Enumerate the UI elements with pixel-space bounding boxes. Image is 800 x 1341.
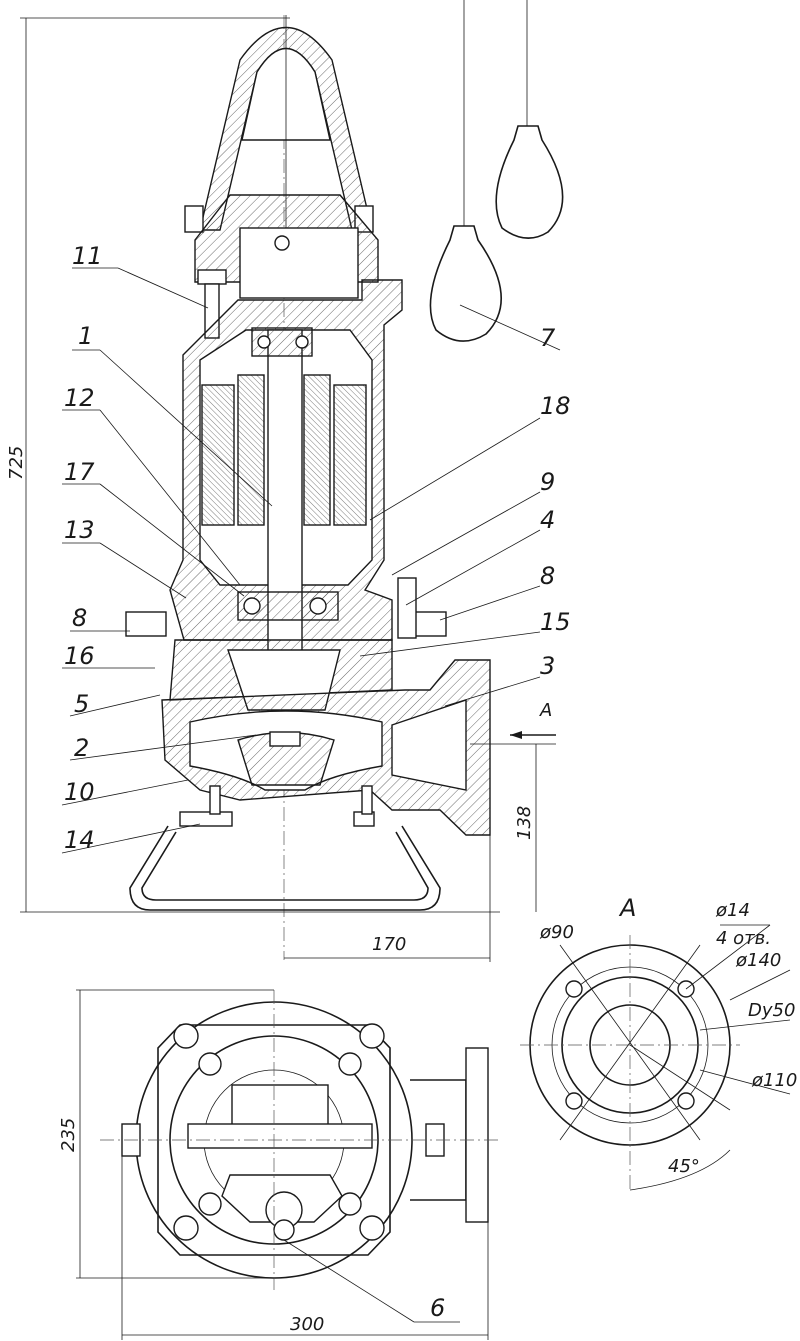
plan-bolts [173,1023,385,1241]
callout-15: 15 [540,608,571,636]
callout-2: 2 [74,734,89,762]
callout-6: 6 [430,1294,445,1322]
leader-lines [61,267,561,1323]
callout-8-left: 8 [72,604,87,632]
callout-17: 17 [64,458,95,486]
callout-18: 18 [540,392,571,420]
main-dimensions [20,17,556,962]
callout-13: 13 [64,516,95,544]
callout-5: 5 [74,690,89,718]
pump-section-view [125,15,491,960]
dim-bolt-hole: ø14 [715,900,750,921]
dim-overall-height: 725 [6,446,27,480]
flange-view-a [520,924,791,1191]
callout-1: 1 [78,322,93,350]
dim-flange-diameter: ø140 [735,950,781,971]
callout-labels: 11 1 12 17 13 8 16 5 2 10 14 7 18 9 4 8 … [64,242,571,1322]
callout-9: 9 [540,468,555,496]
float-switches [429,0,564,342]
dim-nominal-bore: Dy50 [748,1000,795,1021]
plan-view [76,989,500,1340]
callout-12: 12 [64,384,95,412]
dim-outlet-offset: 170 [372,934,406,955]
dim-bolt-count: 4 отв. [716,928,771,949]
dim-base-width: 300 [290,1314,324,1335]
dim-angle: 45° [668,1156,700,1177]
dim-base-height: 235 [58,1118,79,1152]
callout-11: 11 [72,242,103,270]
callout-3: 3 [540,652,555,680]
callout-16: 16 [64,642,95,670]
dim-outlet-height: 138 [514,806,535,840]
callout-14: 14 [64,826,95,854]
dimension-labels: 725 138 170 235 300 ø14 4 отв. ø90 ø140 … [6,446,797,1335]
callout-10: 10 [64,778,95,806]
callout-8-right: 8 [540,562,555,590]
dim-bolt-circle: ø110 [751,1070,797,1091]
callout-4: 4 [540,506,555,534]
dim-inner-diameter: ø90 [539,922,574,943]
flange-view-title: A [618,894,636,922]
callout-7: 7 [540,324,556,352]
section-arrow-label: A [539,700,552,721]
